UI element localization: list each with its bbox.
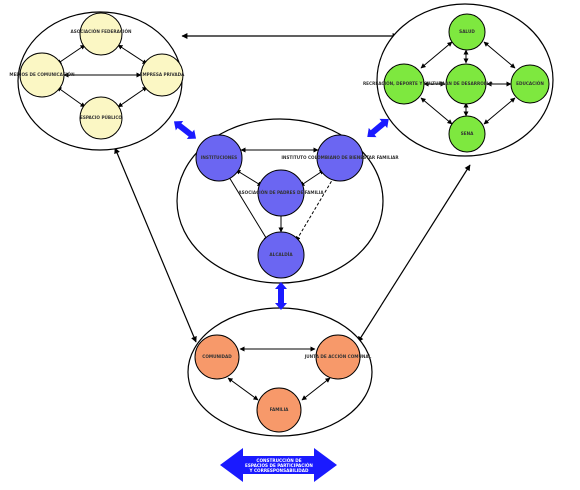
top-left-links [56,44,148,108]
node-educacion-label: EDUCACIÓN [516,81,544,86]
bottom-arrow-line-2: ESPACIOS DE PARTICIPACIÓN [245,463,313,468]
node-asociacion-federacion [79,12,123,56]
node-sena [448,115,486,153]
node-comunidad [194,334,240,380]
center-links [228,147,335,242]
node-sena-label: SENA [461,131,474,136]
node-espacio-publico [79,96,123,140]
link-topleft-bottom [114,147,197,343]
node-junta-accion-comunal-label: JUNTA DE ACCIÓN COMUNAL [304,354,372,359]
node-instituciones [195,134,243,182]
node-medios-comunicacion-label: MEDIOS DE COMUNICACIÓN [9,72,75,77]
node-empresa-privada-label: EMPRESA PRIVADA [140,72,185,77]
connector-center-bottom [275,282,287,310]
node-plan-desarrollo-label: PLAN DE DESARROLLO [439,81,493,86]
connector-topright-center [367,118,389,138]
node-alcaldia-label: ALCALDÍA [269,252,293,257]
node-comunidad-label: COMUNIDAD [202,354,232,359]
node-asociacion-federacion-label: ASOCIACIÓN FEDERACIÓN [70,29,132,34]
node-instituciones-label: INSTITUCIONES [201,155,237,160]
node-junta-accion-comunal [315,334,361,380]
node-plan-desarrollo [445,63,487,105]
link-topright-bottom [357,164,471,343]
node-salud [448,13,486,51]
node-asociacion-padres-label: ASOCIACIÓN DE PADRES DE FAMILIA [238,190,324,195]
node-salud-label: SALUD [459,29,475,34]
node-espacio-publico-label: ESPACIO PÚBLICO [80,115,122,120]
node-asociacion-padres [257,169,305,217]
node-empresa-privada [140,53,184,97]
bottom-arrow-line-3: Y CORRESPONSABILIDAD [248,468,309,473]
node-familia [256,387,302,433]
top-right-links [420,41,516,125]
bottom-double-arrow [220,448,337,482]
node-alcaldia [257,231,305,279]
node-recreacion-deporte-cultura [383,63,425,105]
node-familia-label: FAMILIA [270,407,290,412]
connector-topleft-center [173,120,197,140]
node-educacion [510,64,550,104]
node-icbf-label: INSTITUTO COLOMBIANO DE BIENESTAR FAMILI… [281,155,399,160]
node-icbf [316,134,364,182]
node-medios-comunicacion [19,52,65,98]
bottom-links [227,346,331,401]
bottom-arrow-line-1: CONSTRUCCIÓN DE [256,458,301,463]
node-recreacion-deporte-cultura-label: RECREACIÓN, DEPORTE Y CULTURA [363,81,446,86]
